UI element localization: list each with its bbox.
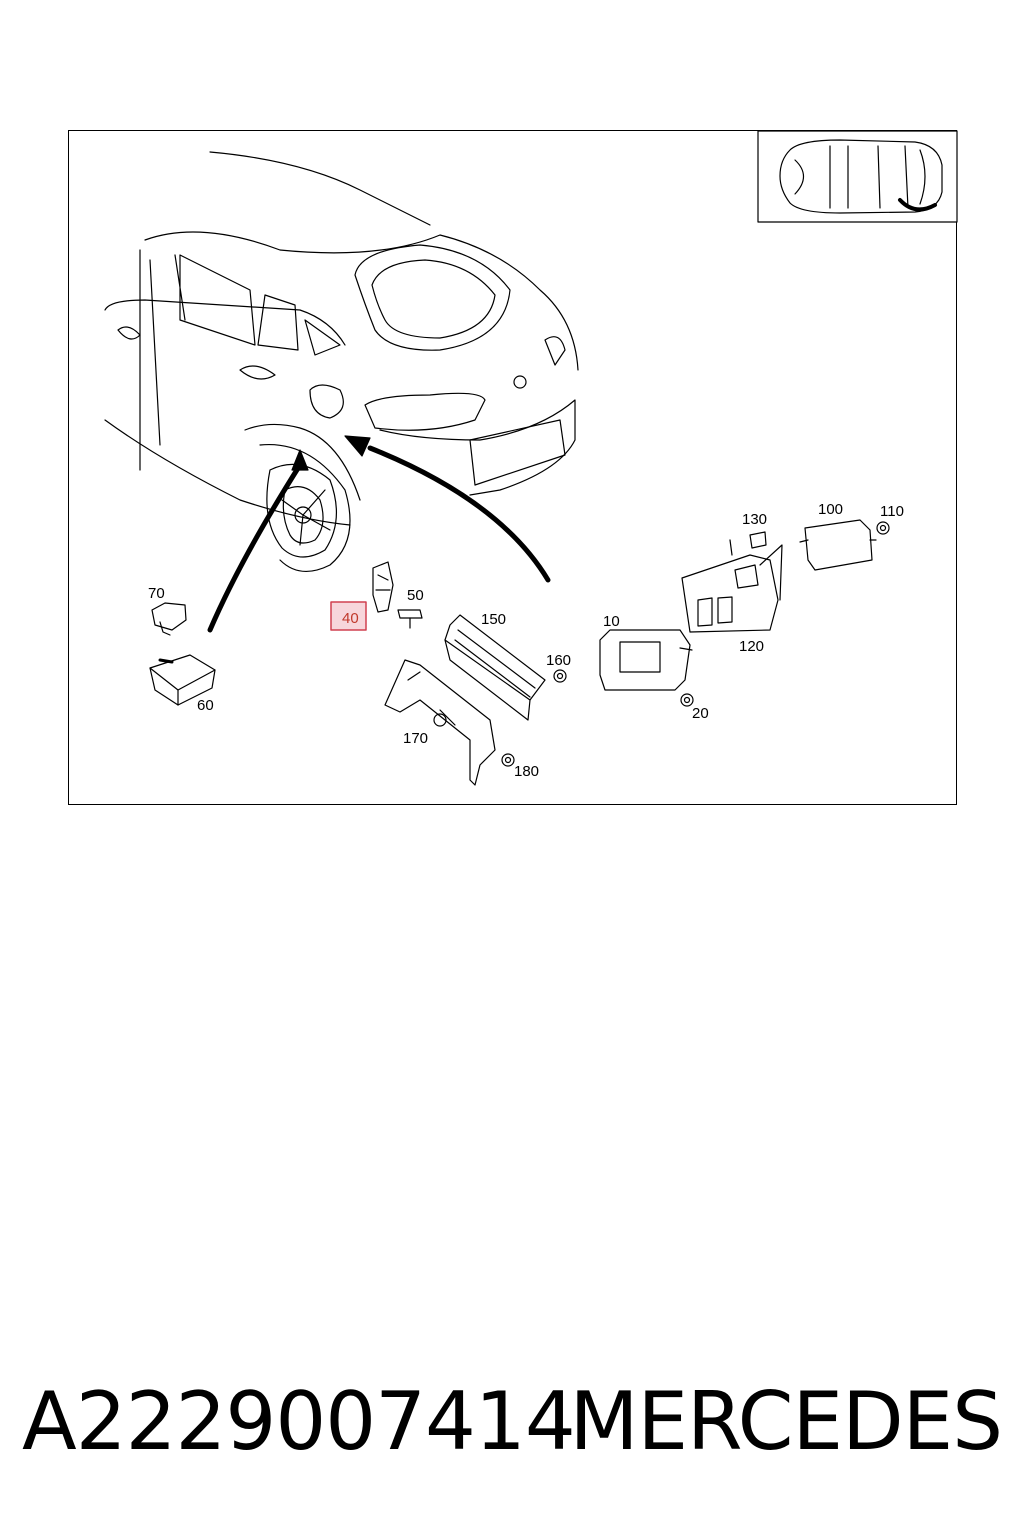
callout-170: 170 xyxy=(403,730,428,747)
part-150-drawing xyxy=(444,614,546,721)
part-10-drawing xyxy=(599,629,693,691)
callout-150: 150 xyxy=(481,611,506,628)
part-number: A2229007414 xyxy=(22,1375,576,1468)
car-body-outline xyxy=(104,151,579,572)
part-40-drawing xyxy=(372,561,394,613)
callout-130: 130 xyxy=(742,511,767,528)
callout-120: 120 xyxy=(739,638,764,655)
part-70-drawing xyxy=(151,602,187,636)
callout-100: 100 xyxy=(818,501,843,518)
callout-180: 180 xyxy=(514,763,539,780)
brand-name: MERCEDES xyxy=(569,1375,1003,1468)
callout-60: 60 xyxy=(197,697,214,714)
direction-arrows xyxy=(207,435,551,633)
callout-110: 110 xyxy=(880,503,904,520)
callout-160: 160 xyxy=(546,652,571,669)
callout-20: 20 xyxy=(692,705,709,722)
parts-diagram-frame xyxy=(68,130,957,805)
callout-10: 10 xyxy=(603,613,620,630)
part-50-drawing xyxy=(397,609,423,629)
callout-50: 50 xyxy=(407,587,424,604)
part-20-drawing xyxy=(680,693,694,707)
part-160-drawing xyxy=(553,669,567,683)
part-60-drawing xyxy=(149,654,216,706)
callout-70: 70 xyxy=(148,585,165,602)
footer: A2229007414 MERCEDES xyxy=(0,1372,1024,1472)
part-120-drawing xyxy=(681,539,783,633)
part-170-drawing xyxy=(384,659,496,786)
part-100-drawing xyxy=(799,519,877,571)
callout-40: 40 xyxy=(342,610,359,627)
part-130-drawing xyxy=(749,531,767,549)
part-110-drawing xyxy=(876,521,890,535)
car-top-view-icon xyxy=(757,130,958,223)
part-180-drawing xyxy=(501,753,515,767)
part-40-highlight xyxy=(330,601,367,631)
